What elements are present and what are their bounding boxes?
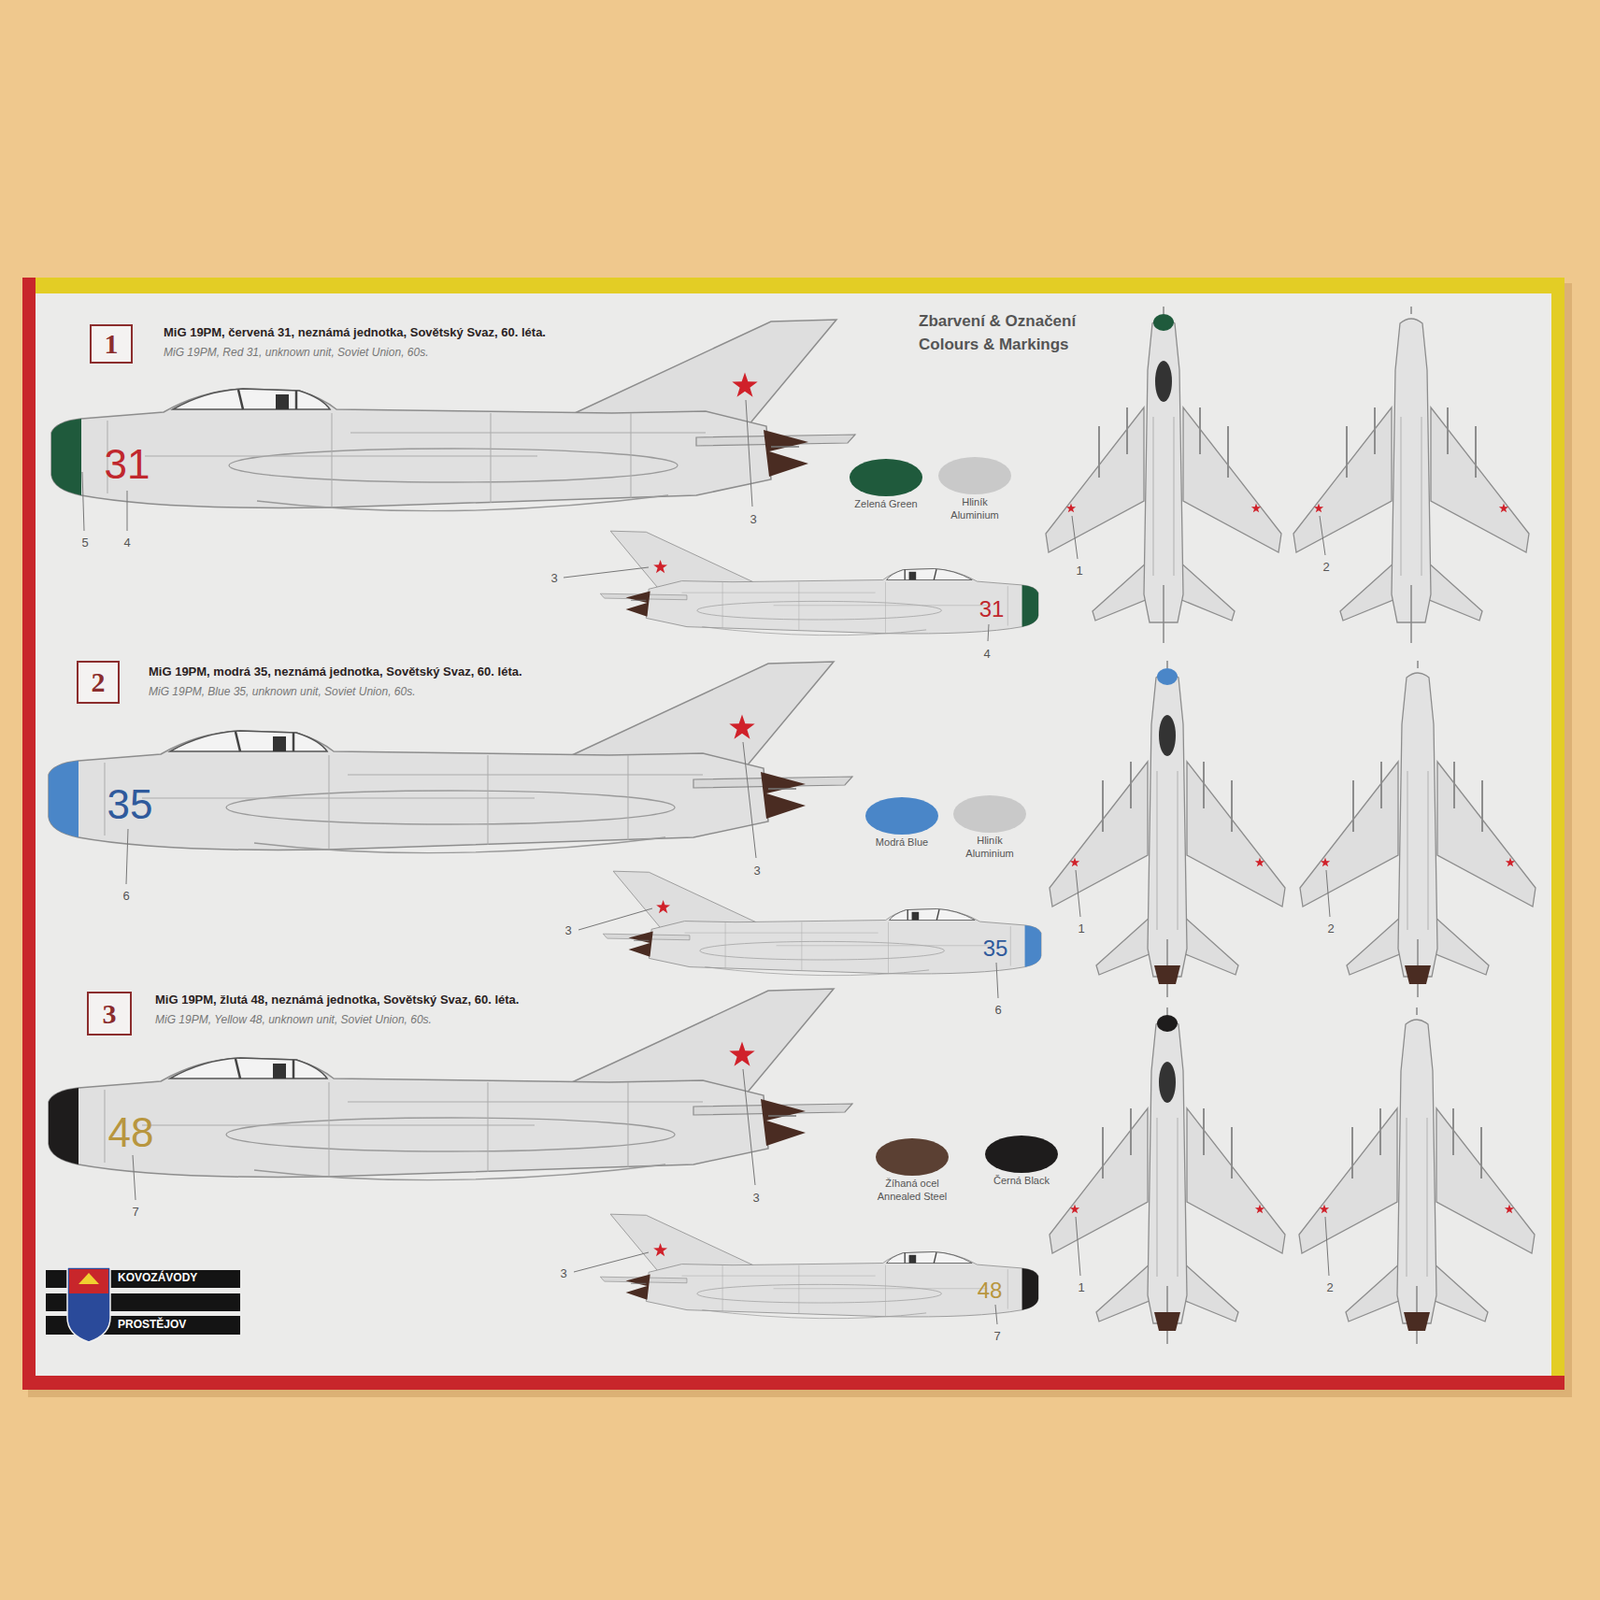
callout-number: 7 bbox=[993, 1329, 1000, 1344]
badge-number: 3 bbox=[102, 998, 117, 1030]
color-swatch bbox=[875, 1138, 949, 1176]
callout-number: 4 bbox=[123, 536, 130, 551]
callout-number: 3 bbox=[749, 513, 757, 528]
color-swatch bbox=[985, 1135, 1058, 1173]
scheme-badge: 3 bbox=[86, 991, 132, 1036]
legend-text: Hliník Aluminium bbox=[942, 496, 1008, 523]
aircraft-number: 35 bbox=[107, 781, 154, 829]
scheme-badge: 2 bbox=[76, 660, 120, 704]
callout-number: 3 bbox=[550, 571, 558, 586]
callout-number: 4 bbox=[983, 647, 990, 662]
callout-number: 2 bbox=[1322, 560, 1329, 575]
callout-number: 3 bbox=[752, 1191, 759, 1206]
aircraft-number: 48 bbox=[108, 1109, 155, 1158]
aircraft-number: 48 bbox=[977, 1277, 1003, 1304]
callout-number: 5 bbox=[81, 536, 88, 551]
callout-number: 6 bbox=[994, 1003, 1001, 1018]
callout-number: 2 bbox=[1326, 1281, 1333, 1296]
color-swatch bbox=[849, 458, 923, 497]
scheme-caption: MiG 19PM, Red 31, unknown unit, Soviet U… bbox=[163, 346, 429, 360]
callout-number: 6 bbox=[122, 889, 129, 904]
badge-number: 1 bbox=[104, 328, 119, 360]
scheme-caption: MiG 19PM, Blue 35, unknown unit, Soviet … bbox=[148, 685, 416, 700]
callout-number: 3 bbox=[753, 864, 760, 879]
aircraft-number: 35 bbox=[983, 935, 1009, 962]
aircraft-number: 31 bbox=[104, 441, 151, 489]
callout-number: 2 bbox=[1327, 922, 1334, 937]
legend-text: Zelená Green bbox=[853, 498, 919, 512]
scheme-badge: 1 bbox=[89, 324, 133, 364]
color-swatch bbox=[938, 457, 1012, 495]
scheme-caption: MiG 19PM, modrá 35, neznámá jednotka, So… bbox=[148, 665, 523, 680]
callout-number: 3 bbox=[559, 1267, 567, 1282]
callout-number: 7 bbox=[131, 1205, 139, 1220]
callout-number: 3 bbox=[564, 924, 572, 939]
legend-text: Žíhaná ocel Annealed Steel bbox=[865, 1177, 959, 1204]
legend-text: Černá Black bbox=[988, 1174, 1055, 1188]
callout-number: 1 bbox=[1077, 1281, 1085, 1296]
callout-number: 1 bbox=[1075, 564, 1083, 579]
callout-number: 1 bbox=[1077, 922, 1085, 937]
logo-text: PROSTĚJOV bbox=[117, 1318, 186, 1332]
badge-number: 2 bbox=[91, 666, 106, 699]
scheme-caption: Colours & Markings bbox=[918, 335, 1070, 355]
scheme-caption: MiG 19PM, červená 31, neznámá jednotka, … bbox=[163, 326, 546, 341]
scheme-caption: MiG 19PM, žlutá 48, neznámá jednotka, So… bbox=[155, 993, 519, 1008]
scheme-caption: MiG 19PM, Yellow 48, unknown unit, Sovie… bbox=[155, 1014, 432, 1028]
legend-text: Modrá Blue bbox=[869, 836, 935, 850]
color-swatch bbox=[953, 795, 1027, 833]
color-swatch bbox=[865, 797, 939, 835]
aircraft-number: 31 bbox=[979, 596, 1005, 623]
logo-text: KOVOZÁVODY bbox=[117, 1271, 198, 1286]
legend-text: Hliník Aluminium bbox=[957, 834, 1023, 861]
title-text: Zbarvení & Označení bbox=[918, 312, 1076, 331]
